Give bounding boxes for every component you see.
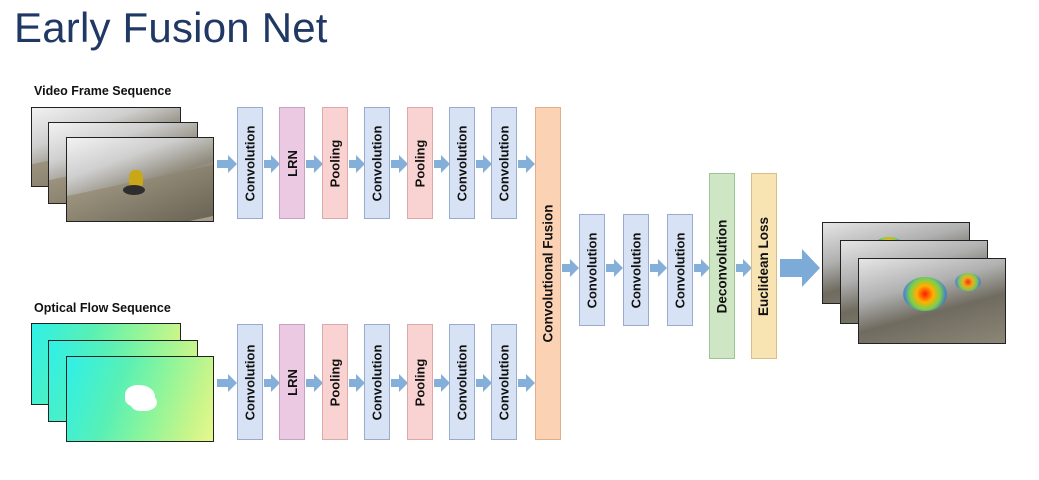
video-frame-3	[66, 137, 214, 222]
post-fusion-layer-2: Convolution	[623, 214, 649, 326]
arrow-top-to-fusion	[518, 155, 535, 173]
video-sequence-label: Video Frame Sequence	[34, 84, 172, 98]
post-fusion-layer-3: Convolution	[667, 214, 693, 326]
output-frame-3	[858, 258, 1006, 344]
bottom-layer-3: Pooling	[322, 324, 348, 440]
bottom-layer-5: Pooling	[407, 324, 433, 440]
arrow-top-input	[217, 155, 237, 173]
arrow-top-4	[391, 155, 408, 173]
top-layer-5: Pooling	[407, 107, 433, 219]
arrow-top-5	[434, 155, 450, 173]
arrow-top-1	[264, 155, 280, 173]
top-layer-6: Convolution	[449, 107, 475, 219]
flow-sequence-label: Optical Flow Sequence	[34, 301, 171, 315]
arrow-bottom-to-fusion	[518, 374, 535, 392]
bottom-layer-7: Convolution	[491, 324, 517, 440]
top-layer-1: Convolution	[237, 107, 263, 219]
arrow-deconv-out	[736, 259, 752, 277]
bottom-layer-2: LRN	[279, 324, 305, 440]
page-title: Early Fusion Net	[14, 4, 328, 51]
arrow-top-3	[349, 155, 365, 173]
arrow-post-2	[650, 259, 667, 277]
arrow-bottom-2	[306, 374, 323, 392]
bottom-layer-4: Convolution	[364, 324, 390, 440]
deconvolution-layer: Deconvolution	[709, 173, 735, 359]
arrow-top-2	[306, 155, 323, 173]
arrow-post-1	[606, 259, 623, 277]
arrow-fusion-out	[562, 259, 579, 277]
post-fusion-layer-1: Convolution	[579, 214, 605, 326]
arrow-bottom-4	[391, 374, 408, 392]
top-layer-3: Pooling	[322, 107, 348, 219]
euclidean-loss-layer: Euclidean Loss	[751, 173, 777, 359]
arrow-post-3	[694, 259, 710, 277]
convolutional-fusion-layer: Convolutional Fusion	[535, 107, 561, 440]
arrow-bottom-5	[434, 374, 450, 392]
top-layer-2: LRN	[279, 107, 305, 219]
flow-frame-3	[66, 356, 214, 442]
arrow-output	[780, 249, 820, 287]
arrow-bottom-input	[217, 374, 237, 392]
top-layer-4: Convolution	[364, 107, 390, 219]
top-layer-7: Convolution	[491, 107, 517, 219]
bottom-layer-6: Convolution	[449, 324, 475, 440]
arrow-bottom-1	[264, 374, 280, 392]
arrow-top-6	[476, 155, 492, 173]
bottom-layer-1: Convolution	[237, 324, 263, 440]
arrow-bottom-3	[349, 374, 365, 392]
arrow-bottom-6	[476, 374, 492, 392]
